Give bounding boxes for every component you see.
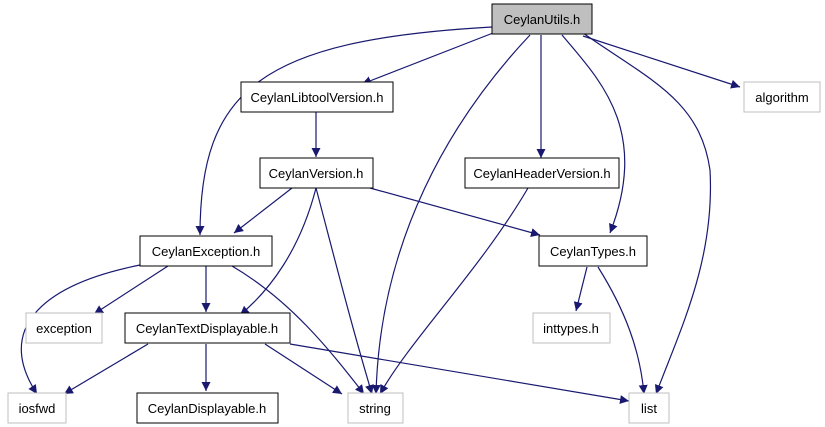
edge-version-to-text-displayable [239,187,317,316]
node-ceylan-types[interactable]: CeylanTypes.h [538,235,648,267]
node-ceylan-libtool-version[interactable]: CeylanLibtoolVersion.h [240,81,394,113]
node-string: string [347,392,404,424]
edge-exception-h-to-exception [93,265,169,315]
edge-types-to-inttypes [573,266,588,312]
edge-text-displayable-to-string [264,343,343,395]
edge-utils-to-string [371,34,531,395]
edge-text-displayable-to-iosfwd [63,343,149,395]
edge-version-to-exception-h [233,187,293,234]
node-ceylan-utils: CeylanUtils.h [491,3,593,35]
edge-utils-to-algorithm [582,35,741,89]
edge-utils-to-libtool [361,32,494,85]
edge-version-to-string [315,187,374,395]
edge-types-to-list [597,266,648,395]
svg-text:CeylanVersion.h: CeylanVersion.h [269,166,364,181]
svg-text:list: list [641,401,657,416]
edge-header-version-to-string [379,187,529,395]
node-ceylan-displayable[interactable]: CeylanDisplayable.h [136,392,279,424]
svg-text:CeylanException.h: CeylanException.h [152,244,260,259]
svg-text:exception: exception [36,321,92,336]
node-ceylan-exception[interactable]: CeylanException.h [139,235,273,267]
svg-text:CeylanHeaderVersion.h: CeylanHeaderVersion.h [473,166,610,181]
svg-text:CeylanTypes.h: CeylanTypes.h [550,244,636,259]
svg-text:inttypes.h: inttypes.h [543,321,599,336]
edge-utils-to-exception-h [195,26,493,236]
node-iosfwd: iosfwd [7,392,67,424]
svg-text:CeylanDisplayable.h: CeylanDisplayable.h [148,401,267,416]
edge-version-to-types [369,187,541,237]
node-ceylan-header-version[interactable]: CeylanHeaderVersion.h [464,157,620,189]
edge-exception-h-to-string [231,265,365,395]
edge-text-displayable-to-list [289,343,630,404]
svg-text:string: string [359,401,391,416]
edge-utils-to-list [582,32,712,395]
node-list: list [628,392,670,424]
svg-text:iosfwd: iosfwd [19,401,56,416]
svg-text:algorithm: algorithm [755,90,808,105]
svg-text:CeylanUtils.h: CeylanUtils.h [504,12,581,27]
node-algorithm: algorithm [743,81,821,113]
node-ceylan-text-displayable[interactable]: CeylanTextDisplayable.h [124,312,291,344]
edge-utils-to-types [561,34,626,234]
svg-text:CeylanTextDisplayable.h: CeylanTextDisplayable.h [136,321,278,336]
node-exception: exception [25,312,103,344]
node-inttypes: inttypes.h [532,312,611,344]
svg-text:CeylanLibtoolVersion.h: CeylanLibtoolVersion.h [251,90,384,105]
node-ceylan-version[interactable]: CeylanVersion.h [259,157,374,189]
